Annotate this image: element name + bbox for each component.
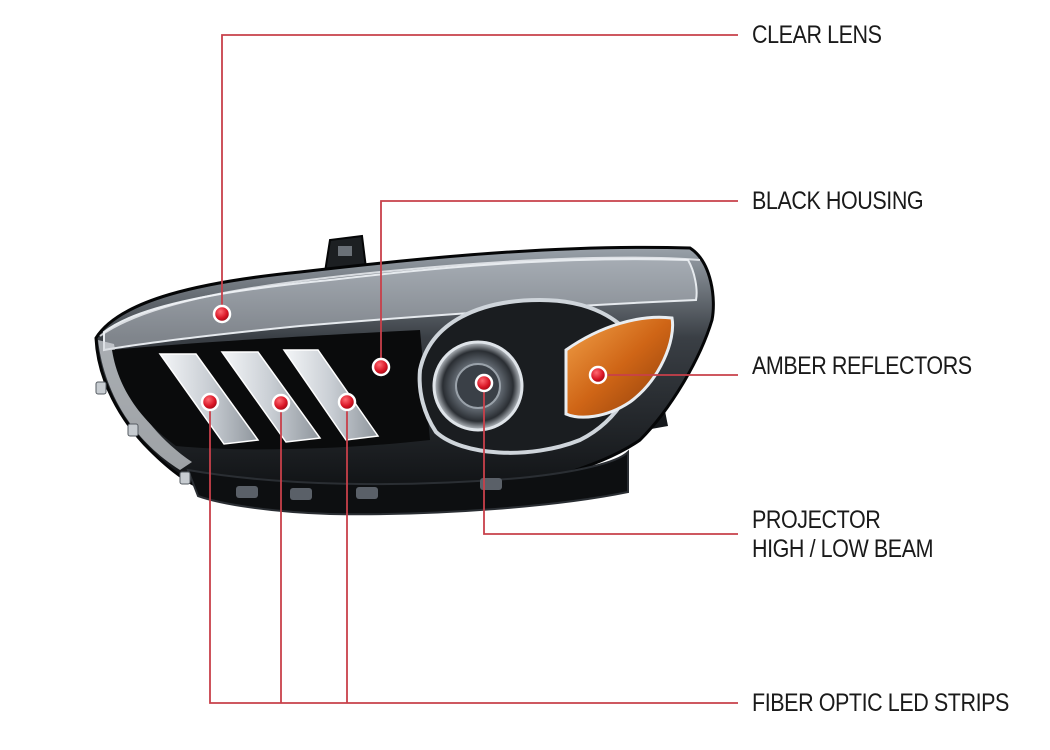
clear-lens-label: CLEAR LENS [752, 21, 882, 49]
projector-leader [483, 383, 738, 535]
projector-label: PROJECTOR [752, 506, 881, 534]
fiber-optic-marker-2 [271, 393, 291, 413]
black-housing-leader [380, 200, 738, 367]
amber-reflectors-label: AMBER REFLECTORS [752, 352, 972, 380]
fiber-optic-marker-1 [200, 392, 220, 412]
fiber-optic-leader-1 [209, 402, 738, 704]
amber-reflector [564, 315, 675, 419]
black-housing-marker [371, 357, 391, 377]
clear-lens-surface [103, 258, 698, 352]
clear-lens-marker [212, 304, 232, 324]
fiber-optic-marker-3 [337, 392, 357, 412]
black-housing-label: BLACK HOUSING [752, 187, 924, 215]
projector-beam-label: HIGH / LOW BEAM [752, 535, 934, 563]
clear-lens-leader [221, 34, 738, 314]
projector-marker [474, 373, 494, 393]
amber-reflectors-marker [588, 365, 608, 385]
fiber-optic-label: FIBER OPTIC LED STRIPS [752, 689, 1009, 717]
